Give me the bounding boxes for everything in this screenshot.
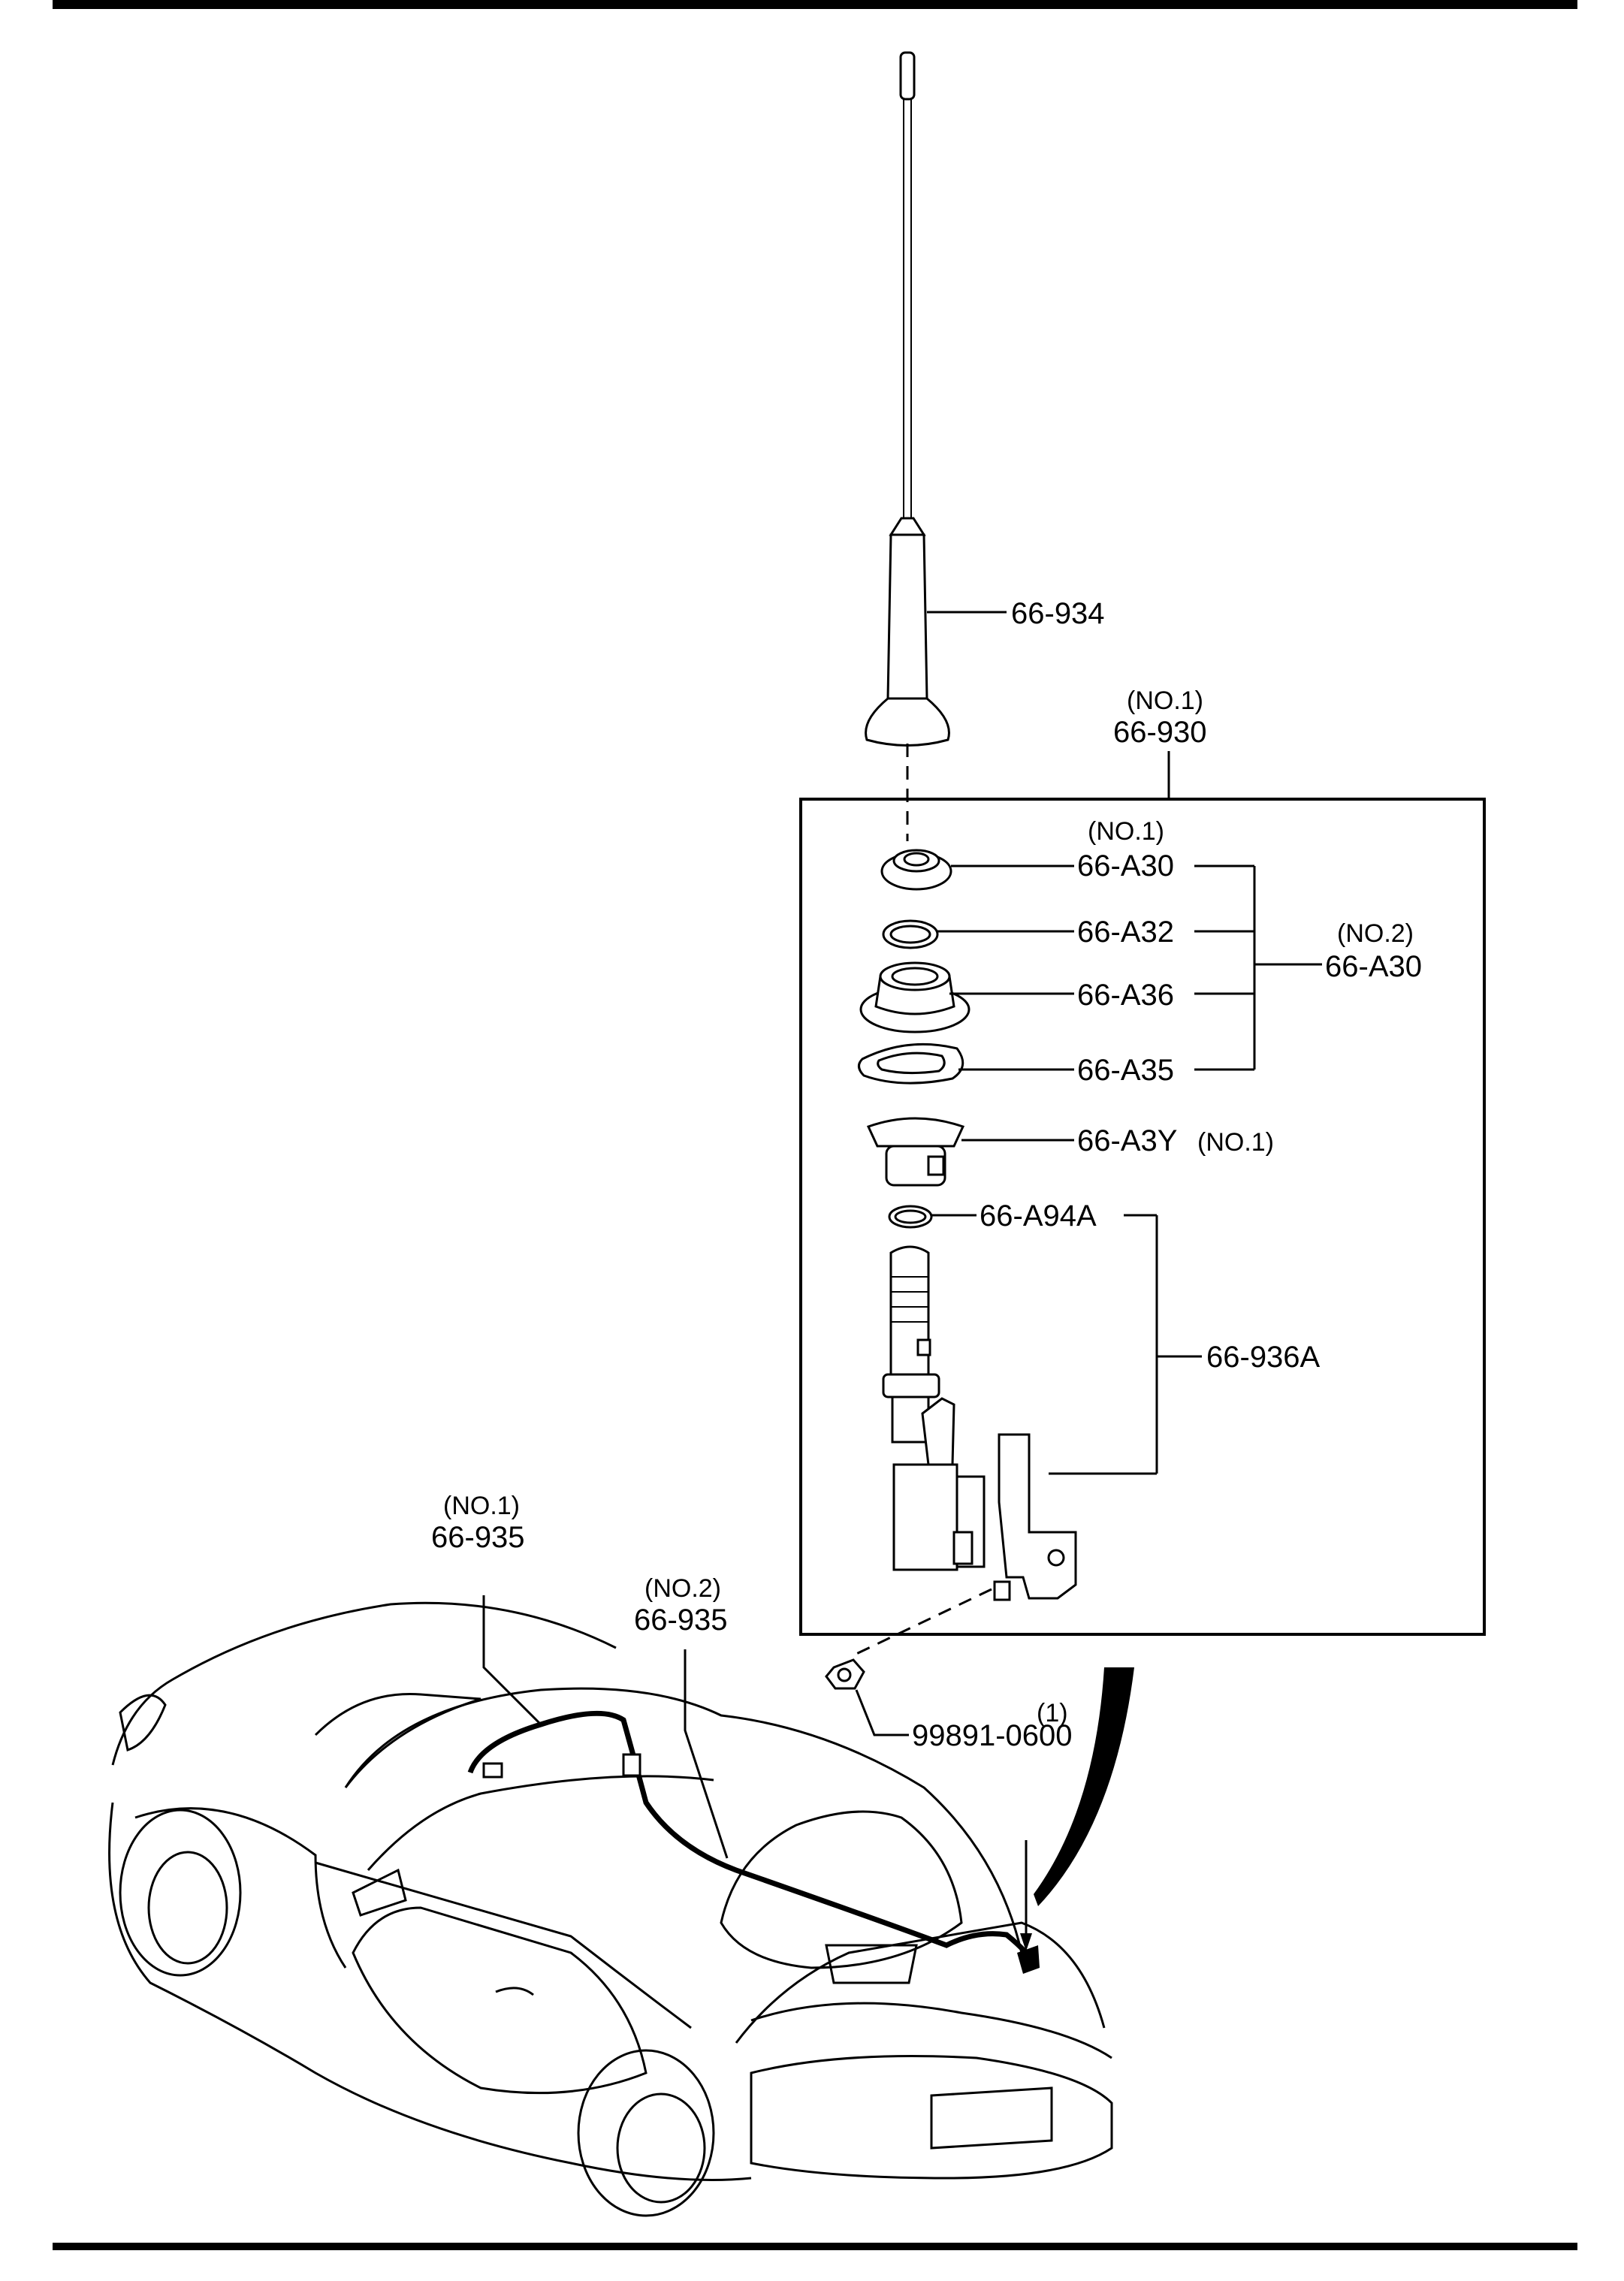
label-nut-no1: 66-A30	[1077, 849, 1174, 883]
label-o-ring: 66-A94A	[980, 1199, 1097, 1233]
label-cable-no1-qualifier: (NO.1)	[443, 1492, 520, 1520]
top-rule	[53, 0, 1577, 9]
o-ring	[888, 1205, 933, 1229]
spacer-ring	[882, 919, 939, 949]
label-flange-nut: 99891-0600	[912, 1719, 1073, 1752]
vehicle-outline	[108, 1601, 1113, 2217]
label-antenna-rod: 66-934	[1011, 597, 1105, 630]
label-bezel: 66-A36	[1077, 979, 1174, 1012]
label-gasket: 66-A35	[1077, 1054, 1174, 1087]
bezel	[859, 961, 970, 1033]
bottom-rule	[53, 2243, 1577, 2250]
label-kit-no2: 66-A30	[1325, 950, 1422, 983]
antenna-holder	[866, 1117, 965, 1187]
location-arrow	[1034, 1667, 1134, 1906]
label-motor-assembly: 66-936A	[1206, 1341, 1321, 1374]
antenna-cable	[467, 1710, 1040, 1974]
label-nut-no1-qualifier: (NO.1)	[1088, 817, 1164, 846]
antenna-motor-assembly	[882, 1245, 1077, 1601]
label-kit-no1-qualifier: (NO.1)	[1127, 686, 1203, 715]
base-gasket	[858, 1042, 964, 1085]
label-ring: 66-A32	[1077, 916, 1174, 949]
label-kit-no1: 66-930	[1113, 716, 1207, 749]
flange-nut	[825, 1658, 865, 1690]
antenna-nut	[880, 849, 952, 891]
label-cable-no2-qualifier: (NO.2)	[644, 1574, 721, 1603]
label-nut-quantity: (1)	[1037, 1699, 1068, 1727]
kit-box	[799, 798, 1486, 1636]
label-holder-qualifier: (NO.1)	[1197, 1128, 1274, 1157]
label-cable-no1: 66-935	[431, 1521, 525, 1554]
antenna-rod	[865, 51, 950, 747]
label-kit-no2-qualifier: (NO.2)	[1337, 919, 1414, 948]
label-cable-no2: 66-935	[634, 1604, 728, 1637]
box-to-nut-dashed-leader	[856, 1588, 992, 1655]
label-holder: 66-A3Y	[1077, 1124, 1177, 1157]
